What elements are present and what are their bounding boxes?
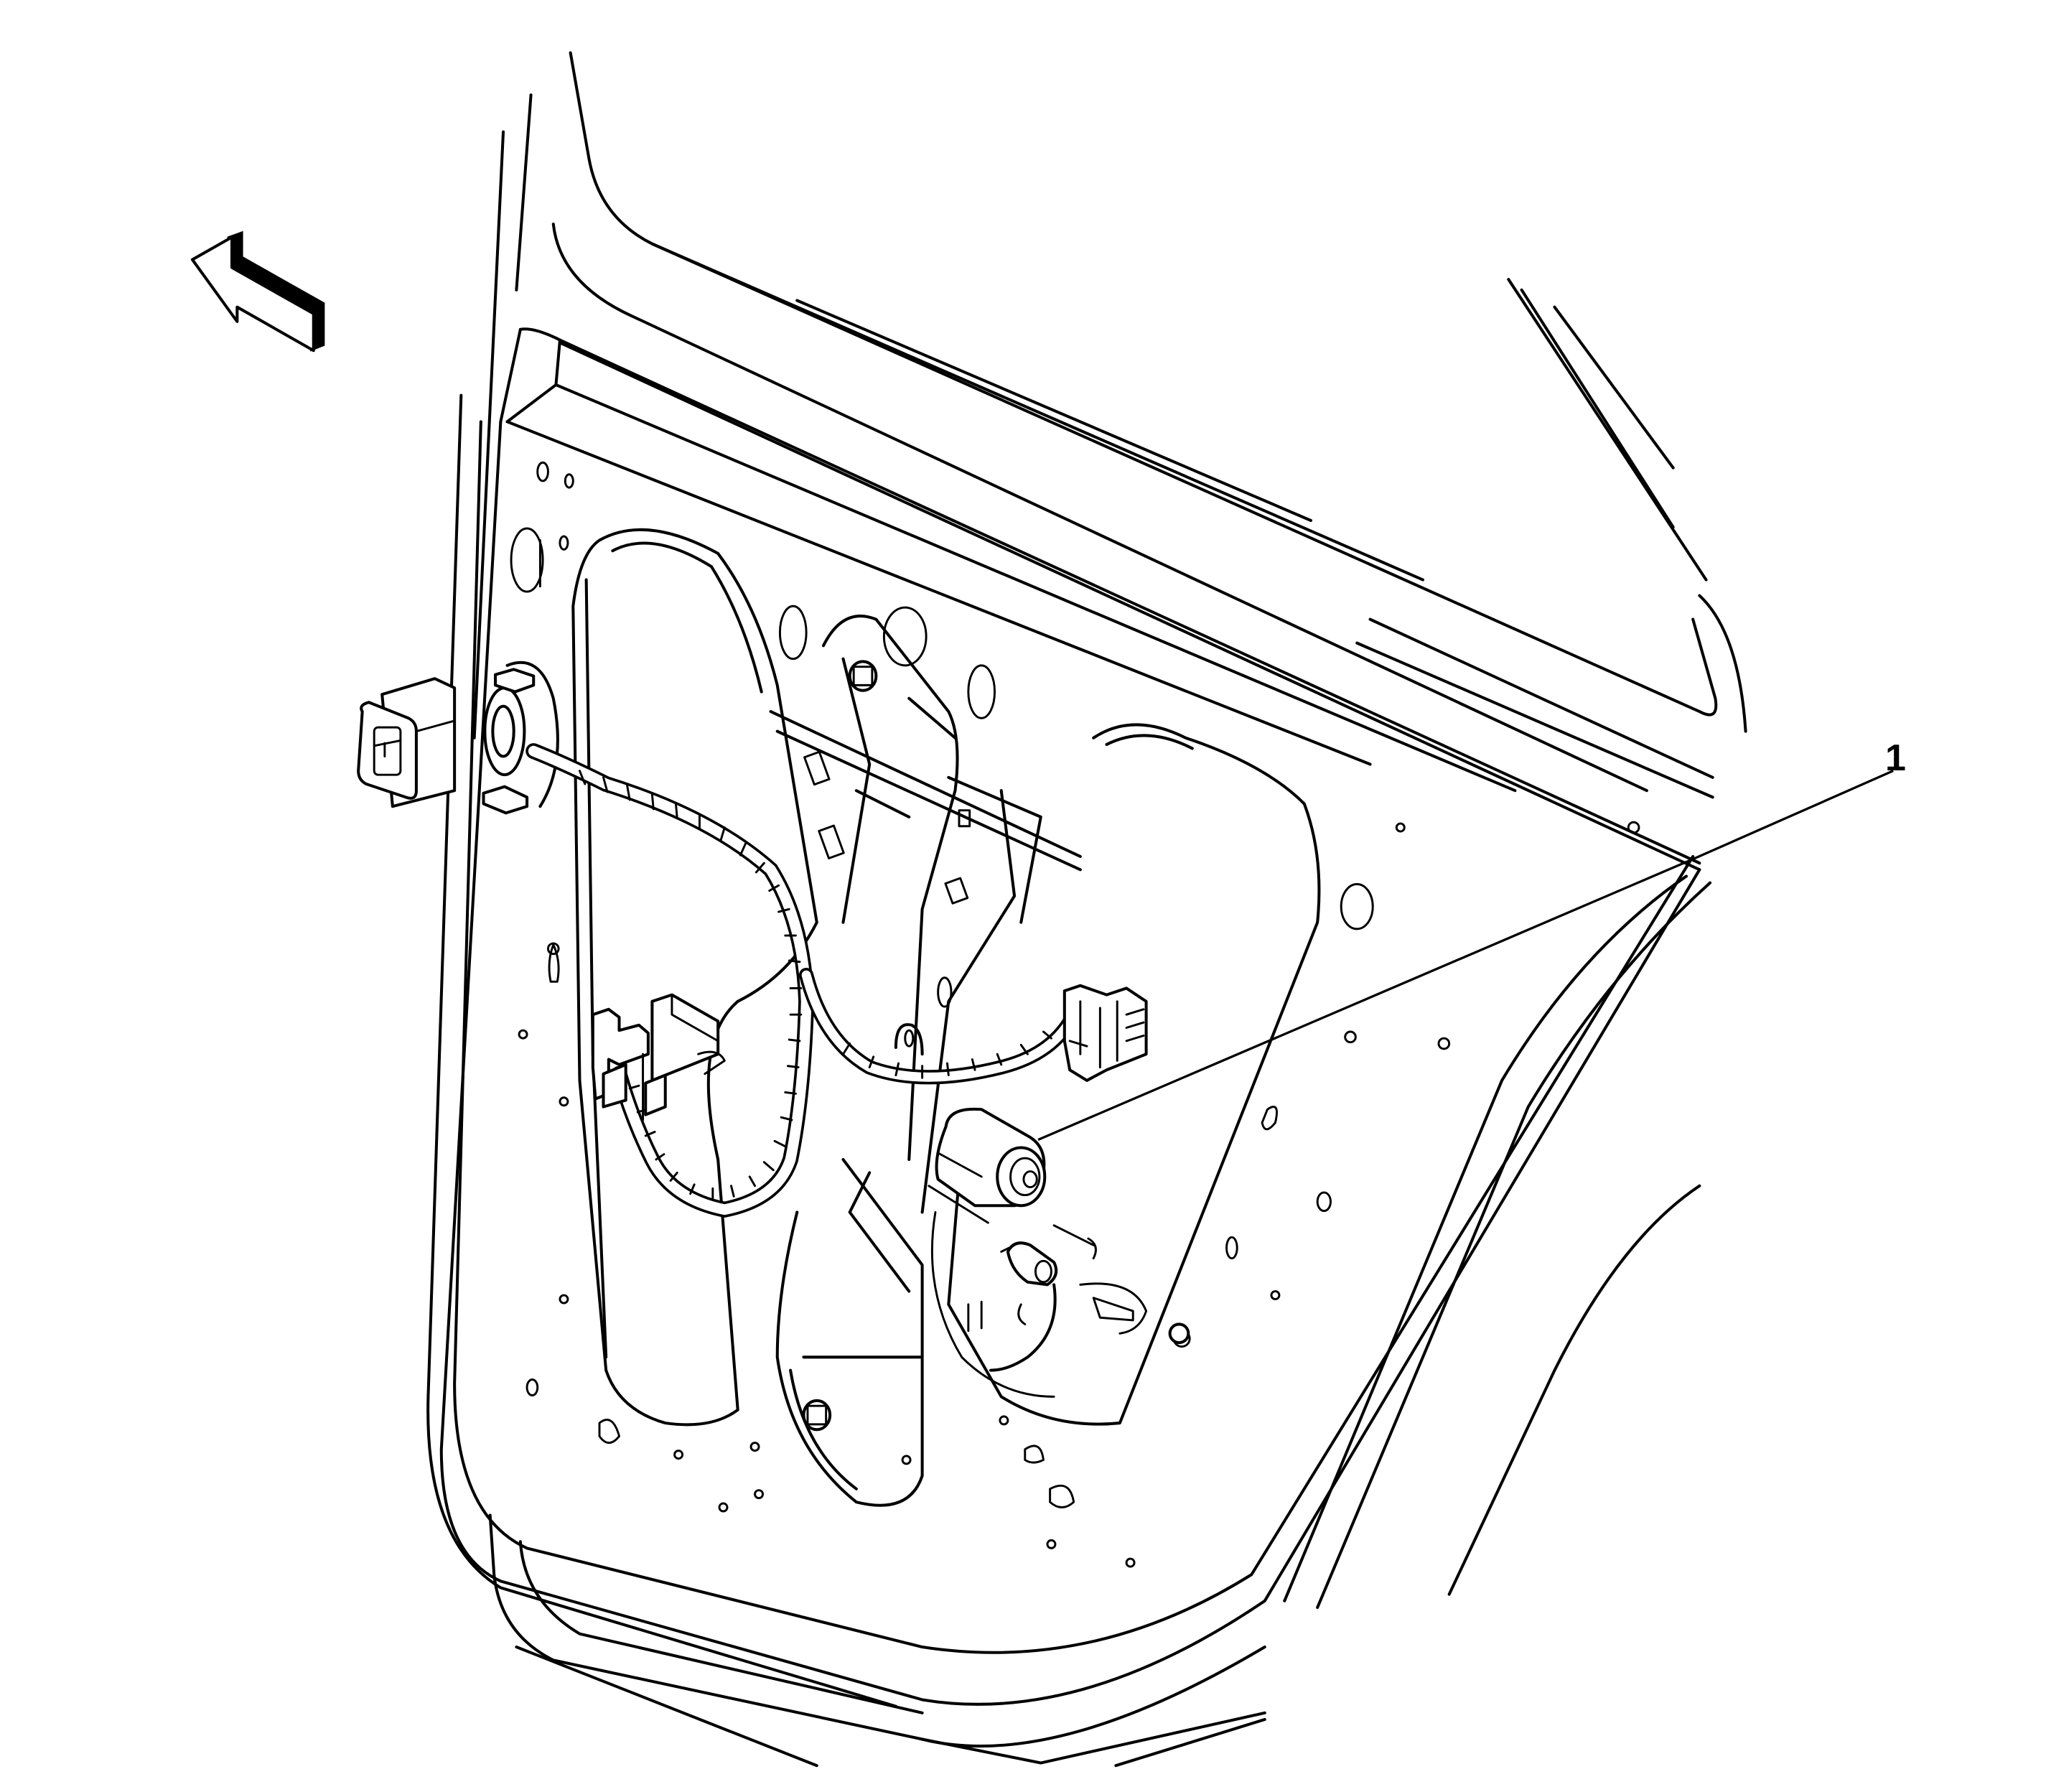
window-regulator-motor [928,1107,1047,1224]
door-outer-frame [472,51,1747,872]
callout-1-leader [1037,770,1894,1142]
motor-connector [930,1210,1148,1398]
window-regulator-rail [769,615,1082,1359]
bolt-right [1168,1322,1190,1345]
door-edge-connector [357,677,457,808]
wiring-harness [525,743,1081,1218]
harness-connector-left [591,993,726,1121]
inner-panel [426,393,1712,1768]
harness-grommet [482,661,559,815]
callout-label-1: 1 [1885,737,1906,779]
bolt-upper [848,660,878,692]
harness-clip [894,1023,924,1056]
harness-connector-right [1062,984,1148,1082]
panel-holes [510,461,1640,1568]
front-of-vehicle-arrow-icon [190,230,325,353]
regulator-bolts [802,660,1190,1432]
bolt-lower [802,1399,832,1432]
